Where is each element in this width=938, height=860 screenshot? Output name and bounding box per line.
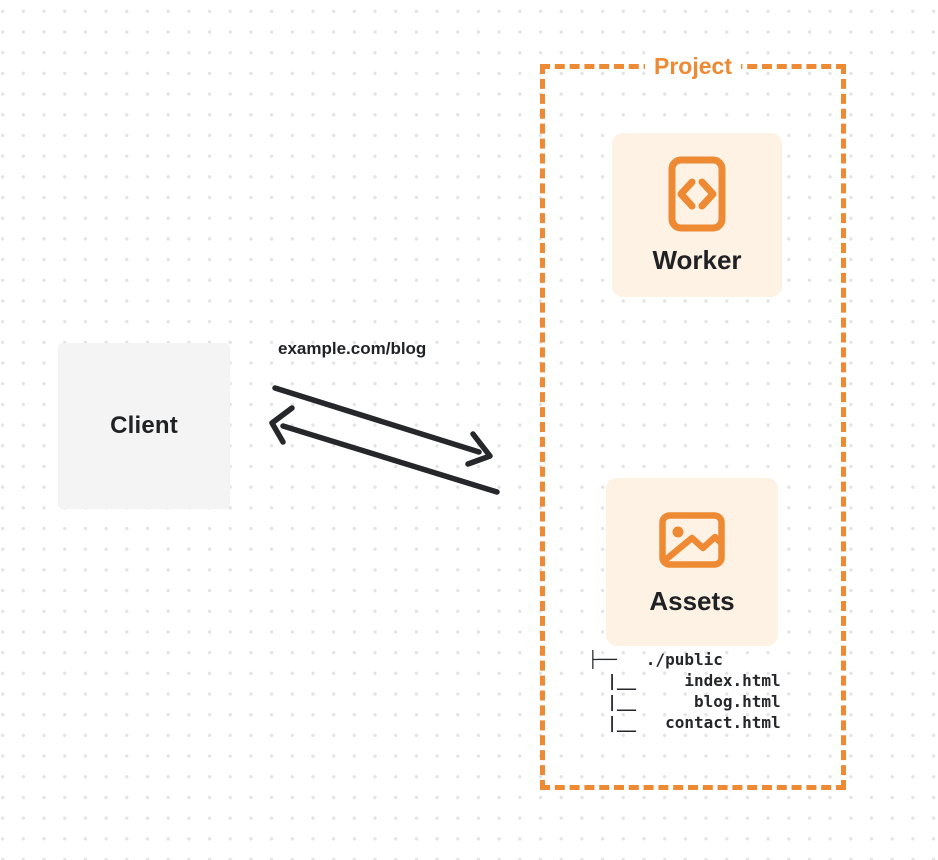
file-tree-entry: |__ contact.html xyxy=(588,713,781,732)
request-url-label: example.com/blog xyxy=(278,339,427,358)
code-icon xyxy=(668,156,726,232)
file-tree-entry: |__ blog.html xyxy=(588,692,781,711)
file-tree-entry: |__ index.html xyxy=(588,671,781,690)
client-node: Client xyxy=(58,343,230,509)
project-boundary: Project Worker Assets xyxy=(540,50,846,790)
client-label: Client xyxy=(110,412,178,439)
assets-node: Assets xyxy=(606,478,778,646)
request-arrow xyxy=(272,385,493,467)
assets-file-tree: ├── ./public |__ index.html |__ blog.htm… xyxy=(588,649,781,733)
worker-node: Worker xyxy=(612,133,782,297)
image-icon xyxy=(659,512,725,568)
file-tree-root: ├── ./public xyxy=(588,650,723,669)
worker-label: Worker xyxy=(652,245,742,275)
response-arrow xyxy=(269,405,500,495)
project-label: Project xyxy=(645,50,741,82)
assets-label: Assets xyxy=(649,586,735,616)
